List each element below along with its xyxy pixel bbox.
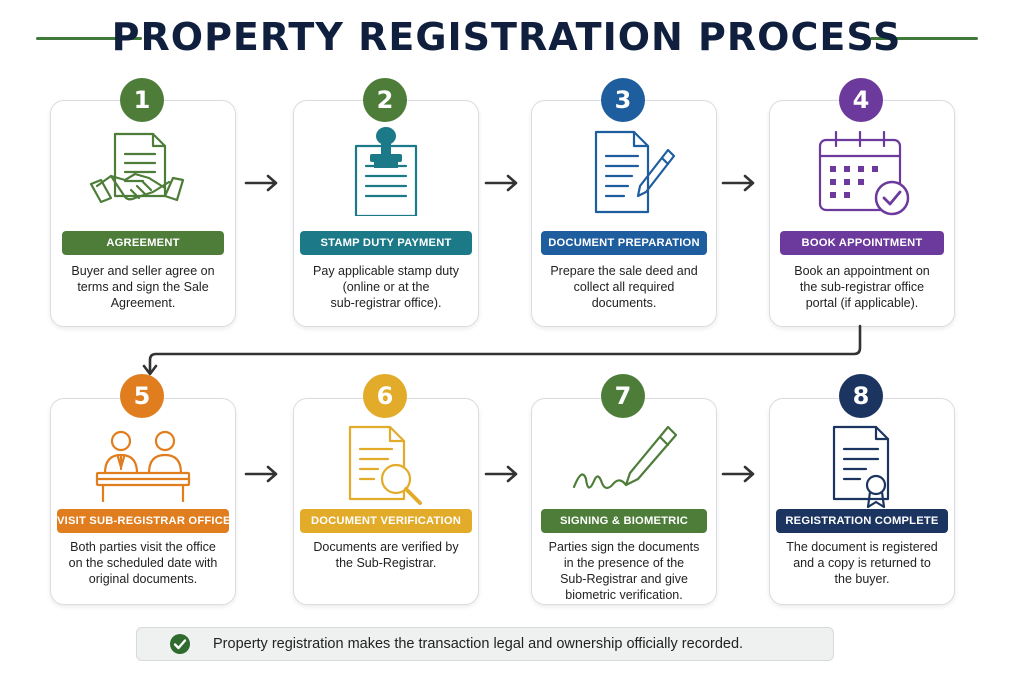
step-card-5: VISIT SUB-REGISTRAR OFFICE Both parties … <box>50 398 236 605</box>
arrow-right-icon <box>721 174 755 192</box>
arrow-right-icon <box>484 465 518 483</box>
step-number-4: 4 <box>839 78 883 122</box>
pen-signature-icon <box>572 425 678 490</box>
footer-note: Property registration makes the transact… <box>136 627 834 661</box>
footer-text: Property registration makes the transact… <box>213 636 744 652</box>
step-card-7: SIGNING & BIOMETRIC Parties sign the doc… <box>531 398 717 605</box>
arrow-right-icon <box>244 174 278 192</box>
step-number-7: 7 <box>601 374 645 418</box>
arrow-right-icon <box>721 465 755 483</box>
document-magnifier-icon <box>348 425 422 505</box>
title-divider-right <box>870 37 978 40</box>
step-label-3: DOCUMENT PREPARATION <box>541 231 707 255</box>
step-number-5: 5 <box>120 374 164 418</box>
step-desc-2: Pay applicable stamp duty(online or at t… <box>313 264 459 310</box>
step-label-4: BOOK APPOINTMENT <box>780 231 944 255</box>
step-label-7: SIGNING & BIOMETRIC <box>541 509 707 533</box>
step-label-1: AGREEMENT <box>62 231 224 255</box>
stamp-icon <box>354 127 418 216</box>
handshake-document-icon <box>89 132 185 204</box>
step-number-8: 8 <box>839 374 883 418</box>
step-card-8: REGISTRATION COMPLETE The document is re… <box>769 398 955 605</box>
step-label-8: REGISTRATION COMPLETE <box>776 509 948 533</box>
arrow-right-icon <box>484 174 518 192</box>
step-card-2: STAMP DUTY PAYMENT Pay applicable stamp … <box>293 100 479 327</box>
step-number-6: 6 <box>363 374 407 418</box>
step-label-2: STAMP DUTY PAYMENT <box>300 231 472 255</box>
step-number-2: 2 <box>363 78 407 122</box>
document-pen-icon <box>594 130 676 214</box>
certificate-icon <box>832 425 890 509</box>
step-card-6: DOCUMENT VERIFICATION Documents are veri… <box>293 398 479 605</box>
step-card-3: DOCUMENT PREPARATION Prepare the sale de… <box>531 100 717 327</box>
title-bar: PROPERTY REGISTRATION PROCESS <box>0 8 1013 64</box>
title-divider-left <box>36 37 142 40</box>
office-meeting-icon <box>95 430 191 503</box>
step-label-5: VISIT SUB-REGISTRAR OFFICE <box>57 509 230 533</box>
step-label-6: DOCUMENT VERIFICATION <box>300 509 472 533</box>
page-title: PROPERTY REGISTRATION PROCESS <box>111 15 902 59</box>
step-number-3: 3 <box>601 78 645 122</box>
step-number-1: 1 <box>120 78 164 122</box>
calendar-check-icon <box>818 130 910 216</box>
arrow-right-icon <box>244 465 278 483</box>
check-circle-icon <box>170 634 190 654</box>
